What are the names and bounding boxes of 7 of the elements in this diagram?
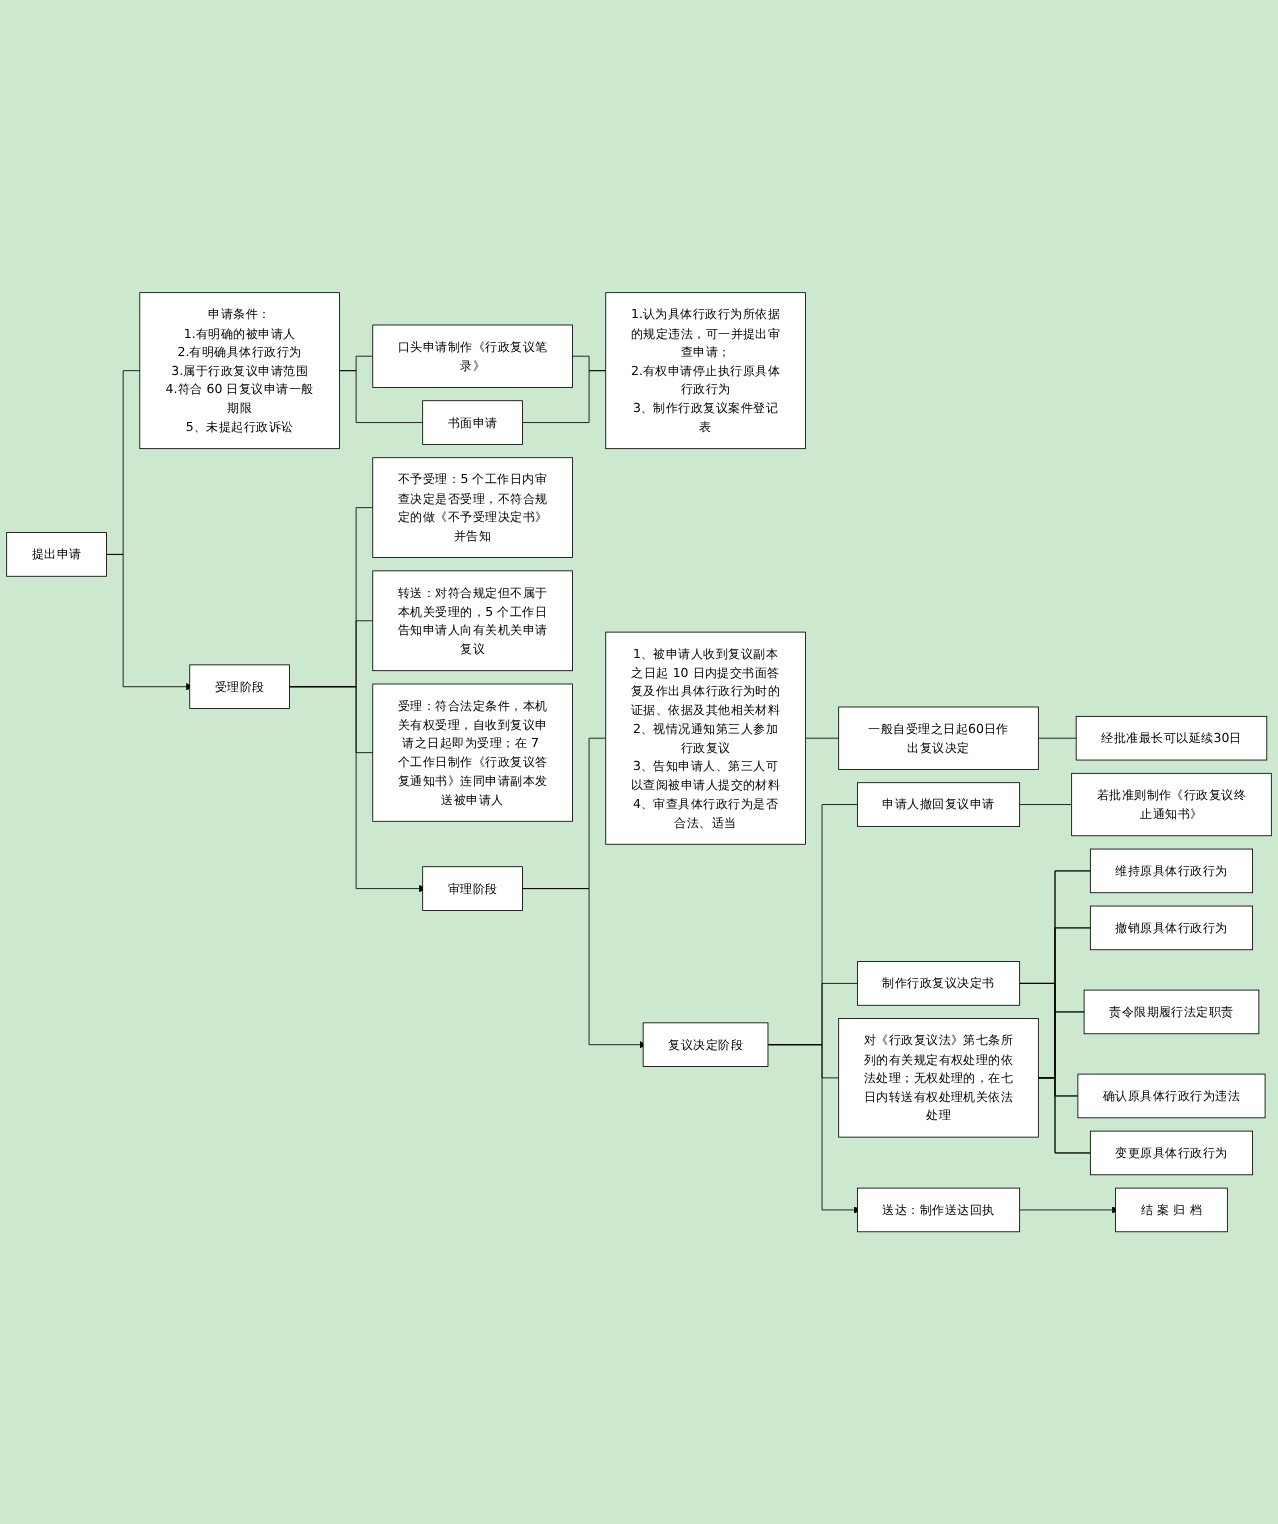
connector <box>339 370 424 423</box>
connector <box>522 370 607 423</box>
connector <box>1019 803 1073 805</box>
connector <box>805 737 840 739</box>
connector <box>1037 737 1077 739</box>
connector <box>1019 982 1091 1154</box>
connector <box>1037 1077 1091 1154</box>
